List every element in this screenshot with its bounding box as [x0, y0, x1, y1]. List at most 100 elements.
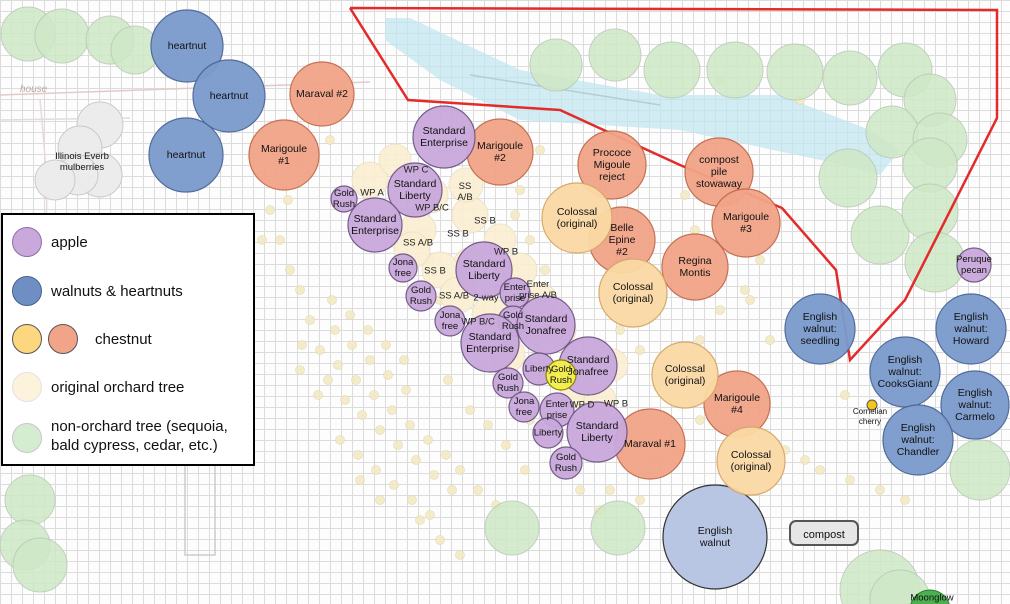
original-dot	[381, 340, 391, 350]
stream-channel	[469, 74, 661, 106]
non-orchard-tree	[706, 41, 764, 99]
original-dot	[357, 410, 367, 420]
tree-chestnut_orange-prococe-migoule-reject	[577, 130, 647, 200]
nonorchard-swatch	[12, 423, 42, 453]
original-dot	[755, 255, 765, 265]
original-dot	[393, 440, 403, 450]
original-dot	[515, 185, 525, 195]
non-orchard-tree	[484, 500, 540, 556]
tree-apple_gold-gold-rush	[545, 359, 577, 391]
tree-chestnut_yellow-colossal-original	[651, 341, 719, 409]
original-dot	[690, 225, 700, 235]
non-orchard-tree	[643, 41, 701, 99]
original-dot	[875, 485, 885, 495]
non-orchard-tree	[529, 38, 583, 92]
original-dot	[405, 420, 415, 430]
original-dot	[365, 355, 375, 365]
tree-apple-standard-enterprise	[347, 197, 403, 253]
original-dot	[323, 375, 333, 385]
legend-label-chestnut: chestnut	[95, 331, 152, 348]
original-dot	[483, 420, 493, 430]
original-dot	[275, 235, 285, 245]
stream	[385, 18, 900, 175]
tree-chestnut_orange-marigoule-3	[711, 188, 781, 258]
tree-walnut-heartnut	[150, 9, 224, 83]
tree-walnut-heartnut	[148, 117, 224, 193]
original-dot	[315, 345, 325, 355]
non-orchard-tree	[12, 537, 68, 593]
original-dot	[265, 205, 275, 215]
original-dot	[383, 370, 393, 380]
chestnut-yellow-swatch	[12, 324, 42, 354]
original-dot	[473, 485, 483, 495]
non-orchard-tree	[766, 43, 824, 101]
original-dot	[389, 480, 399, 490]
non-orchard-tree	[818, 148, 878, 208]
original-swatch	[12, 372, 42, 402]
tree-chestnut_yellow-colossal-original	[716, 426, 786, 496]
planted-trees	[81, 9, 1010, 590]
tree-chestnut_orange-regina-montis	[661, 233, 729, 301]
cornelian-cherry-marker	[866, 399, 878, 411]
original-dot	[447, 485, 457, 495]
original-dot	[540, 265, 550, 275]
original-dot	[325, 135, 335, 145]
original-dot	[285, 265, 295, 275]
non-orchard-tree	[34, 159, 76, 201]
original-dot	[353, 450, 363, 460]
original-dot	[840, 390, 850, 400]
tree-apple-gold-rush	[405, 280, 437, 312]
tree-walnut_pale-english-walnut	[662, 484, 768, 590]
non-orchard-tree	[850, 205, 910, 265]
tree-chestnut_orange-maraval-2	[289, 61, 355, 127]
tree-apple-enter-prise	[499, 277, 531, 309]
original-dot	[305, 315, 315, 325]
tree-chestnut_yellow-colossal-original	[598, 258, 668, 328]
compost-box[interactable]: compost	[789, 520, 859, 546]
original-dot	[340, 395, 350, 405]
original-dot	[333, 360, 343, 370]
tree-walnut-heartnut	[192, 59, 266, 133]
original-dot	[351, 375, 361, 385]
tree-apple-standard-enterprise	[460, 313, 520, 373]
original-dot	[635, 345, 645, 355]
non-orchard-tree	[590, 500, 646, 556]
original-dot	[401, 385, 411, 395]
original-dot	[327, 295, 337, 305]
original-dot	[335, 435, 345, 445]
original-dot	[375, 495, 385, 505]
original-dot	[313, 390, 323, 400]
original-dot	[765, 335, 775, 345]
tree-chestnut_orange-marigoule-1	[248, 119, 320, 191]
original-orchard-tree	[448, 167, 484, 203]
non-orchard-tree	[34, 8, 90, 64]
original-dot	[257, 235, 267, 245]
chestnut-orange-swatch	[48, 324, 78, 354]
original-dot	[295, 285, 305, 295]
tree-nonorchard_gray-illinois-everb-mulberries	[81, 161, 83, 163]
original-dot	[900, 495, 910, 505]
original-dot	[345, 310, 355, 320]
legend-label-nonorchard: non-orchard tree (sequoia, bald cypress,…	[51, 418, 228, 454]
original-dot	[501, 440, 511, 450]
non-orchard-trees	[0, 6, 1010, 604]
tree-apple-jona-free	[508, 391, 540, 423]
walnut-swatch	[12, 276, 42, 306]
tree-apple-standard-liberty	[387, 162, 443, 218]
tree-apple-liberty	[532, 417, 564, 449]
tree-walnut-english-walnut-chandler	[882, 404, 954, 476]
tree-apple-standard-enterprise	[412, 105, 476, 169]
original-dot	[455, 550, 465, 560]
original-dot	[330, 325, 340, 335]
apple-swatch	[12, 227, 42, 257]
original-dot	[800, 455, 810, 465]
original-dot	[283, 195, 293, 205]
legend-label-apple: apple	[51, 234, 88, 251]
original-dot	[375, 425, 385, 435]
tree-apple-gold-rush	[549, 446, 583, 480]
legend-label-walnuts: walnuts & heartnuts	[51, 283, 183, 300]
tree-apple-standard-liberty	[455, 241, 513, 299]
tree-apple-gold-rush	[330, 185, 358, 213]
original-dot	[443, 375, 453, 385]
